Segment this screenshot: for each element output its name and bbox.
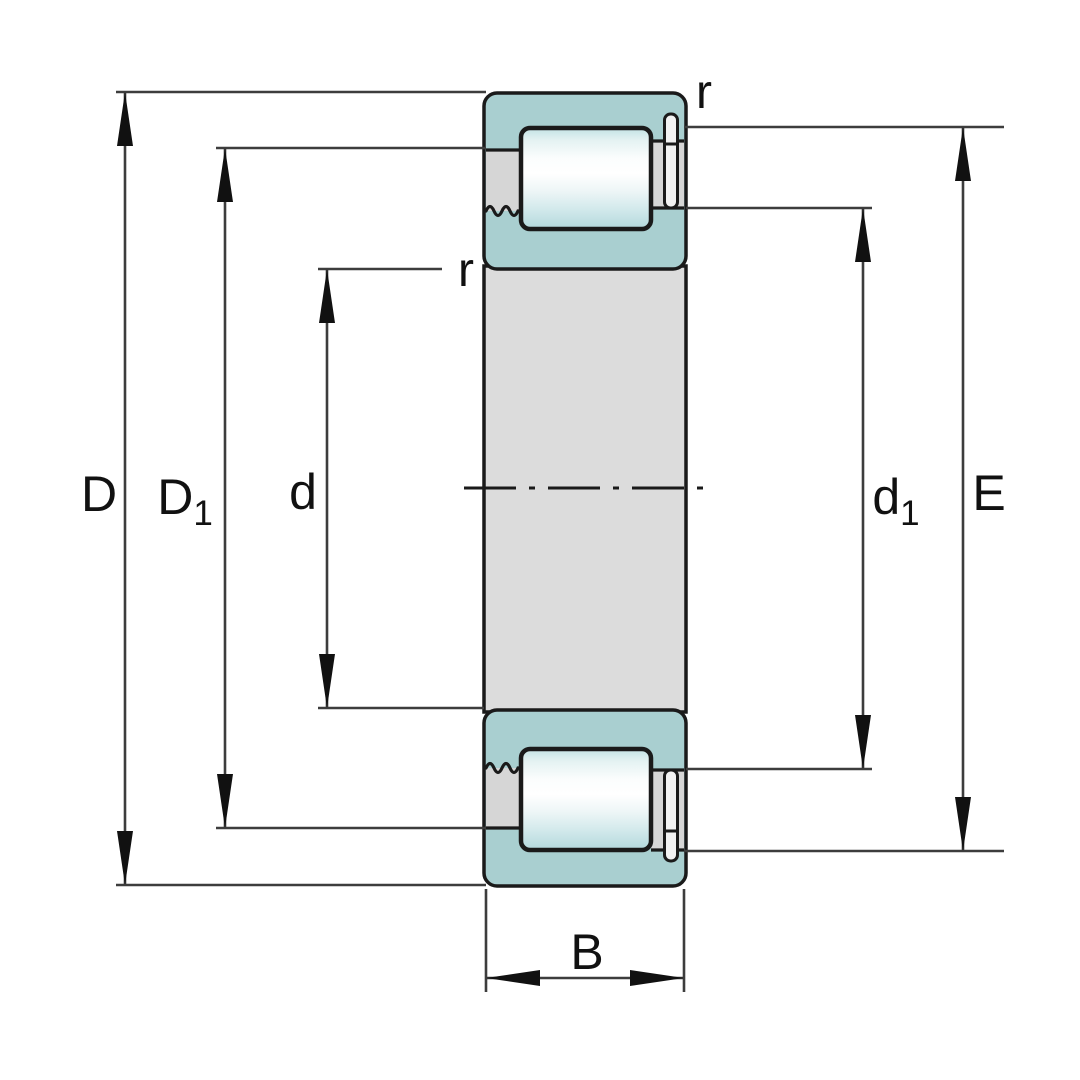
dim-D1 xyxy=(216,146,486,830)
top-left-pocket xyxy=(484,148,523,218)
label-bore-diameter-d: d xyxy=(289,464,317,520)
bearing-body xyxy=(464,91,706,888)
snap-ring-top xyxy=(663,112,679,210)
label-radius-r-left: r xyxy=(458,244,474,297)
label-radius-r-top: r xyxy=(696,66,712,119)
label-flange-diameter-E: E xyxy=(972,465,1006,521)
label-width-B: B xyxy=(570,924,604,980)
label-outer-diameter-D: D xyxy=(80,466,118,522)
dim-D xyxy=(116,90,486,887)
break-squiggle-bottom xyxy=(484,761,523,775)
dimension-lines xyxy=(116,90,1004,992)
break-squiggle-top xyxy=(484,204,523,218)
dimension-arrowheads xyxy=(117,92,971,986)
snap-ring-bottom xyxy=(663,768,679,863)
dim-d xyxy=(318,267,484,710)
roller-bottom xyxy=(518,746,654,853)
dim-E xyxy=(684,125,1004,853)
dim-d1 xyxy=(686,206,872,771)
roller-top xyxy=(518,125,654,232)
bottom-left-pocket xyxy=(484,761,523,830)
